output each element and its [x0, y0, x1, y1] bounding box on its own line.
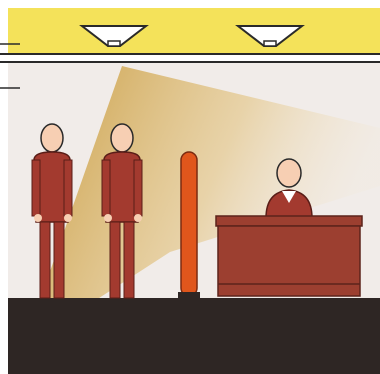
leg-left — [40, 222, 50, 298]
head — [111, 124, 133, 152]
counter-front — [218, 226, 360, 296]
queue-bollard — [178, 152, 200, 298]
counter-top — [216, 216, 362, 226]
arm-left — [32, 160, 40, 216]
hand-right — [134, 214, 142, 222]
hand-left — [34, 214, 42, 222]
ceiling-band — [8, 8, 380, 54]
floor — [8, 298, 380, 374]
lamp-base — [108, 41, 120, 46]
arm-left — [102, 160, 110, 216]
reception-counter — [216, 216, 362, 296]
head — [41, 124, 63, 152]
lamp-base — [264, 41, 276, 46]
leg-right — [124, 222, 134, 298]
hand-left — [104, 214, 112, 222]
leg-right — [54, 222, 64, 298]
bollard-base — [178, 292, 200, 298]
arm-right — [64, 160, 72, 216]
hand-right — [64, 214, 72, 222]
leg-left — [110, 222, 120, 298]
bollard-post — [181, 152, 197, 296]
arm-right — [134, 160, 142, 216]
head — [277, 159, 301, 187]
